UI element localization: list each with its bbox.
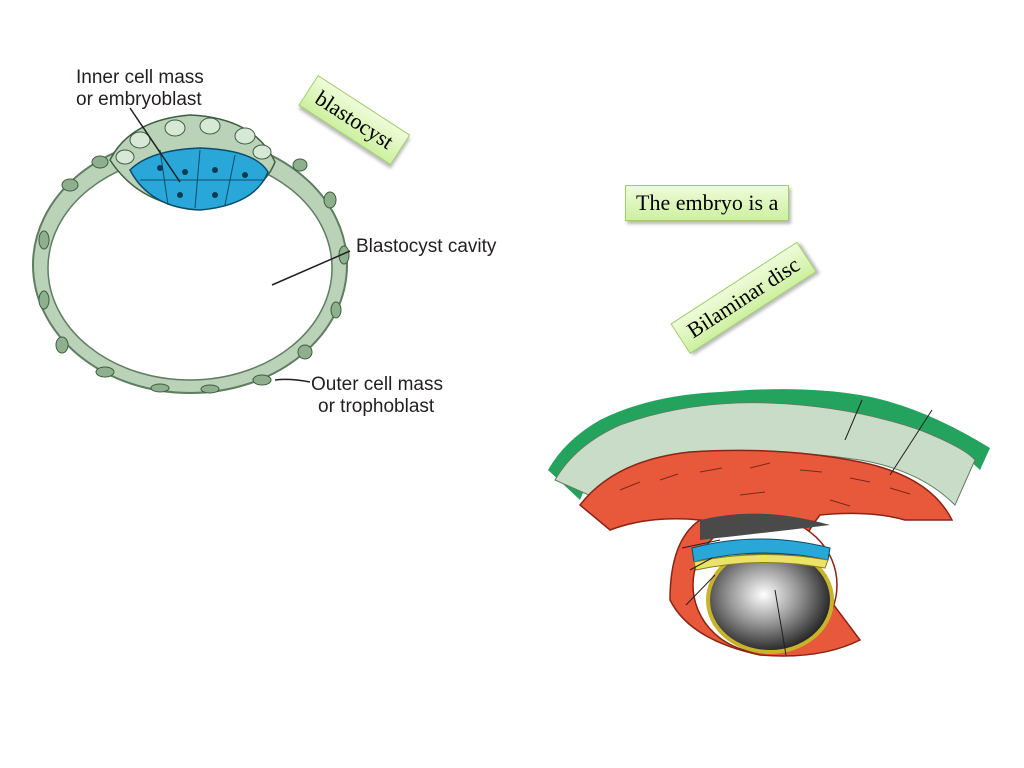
label-outer-cell-mass: Outer cell mass (311, 374, 443, 395)
label-inner-cell-mass: Inner cell mass (76, 67, 204, 88)
leader-lines (129, 107, 351, 383)
label-trophoblast: or trophoblast (318, 396, 435, 417)
callout-embryo-is-a: The embryo is a (625, 185, 790, 221)
label-embryoblast: or embryoblast (76, 89, 202, 110)
label-blastocyst-cavity: Blastocyst cavity (356, 236, 497, 257)
trophoblast-ring (32, 136, 350, 394)
bilaminar-disc-diagram (548, 389, 990, 657)
